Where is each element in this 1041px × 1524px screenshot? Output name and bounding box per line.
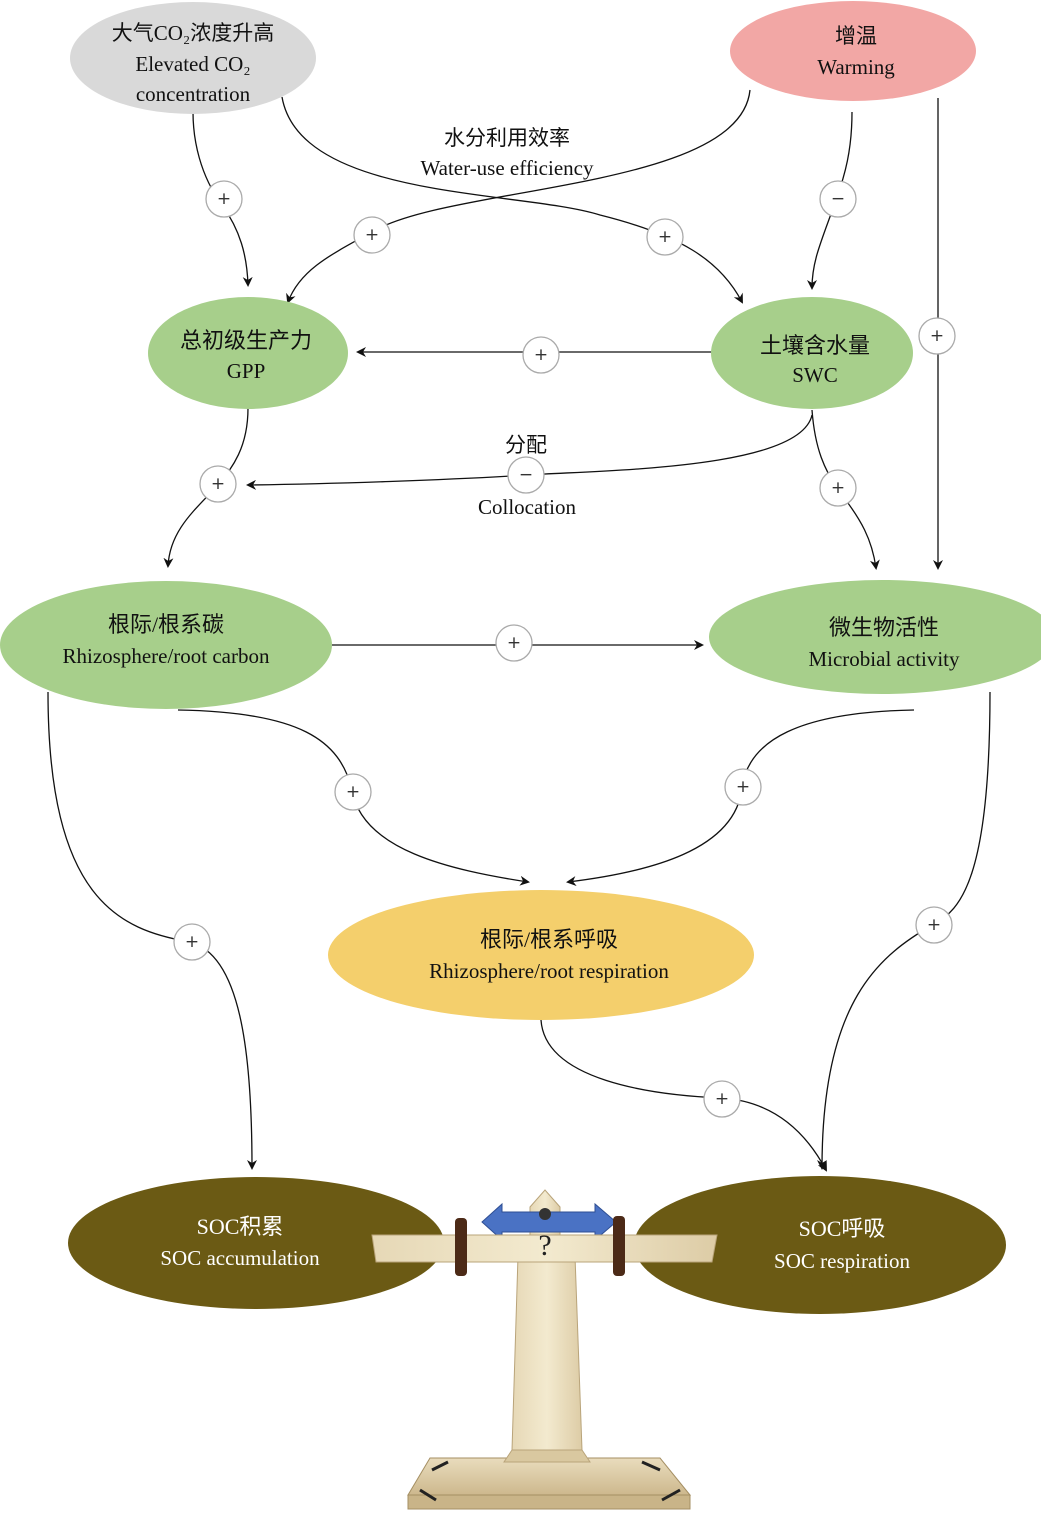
sign-rhizo-microbial: + (495, 624, 533, 662)
svg-text:−: − (831, 189, 845, 209)
balance-pivot (539, 1208, 551, 1220)
svg-text:Elevated CO₂: Elevated CO₂ (135, 52, 250, 76)
node-gpp: 总初级生产力 GPP (148, 297, 348, 409)
svg-text:+: + (507, 633, 521, 653)
arrow-rhizo-carbon-to-soc-acc (47, 691, 257, 1170)
svg-text:大气CO₂浓度升高: 大气CO₂浓度升高 (112, 21, 275, 45)
svg-text:SWC: SWC (792, 363, 838, 387)
balance-column (503, 1255, 591, 1463)
node-warming: 增温 Warming (730, 1, 976, 101)
sign-resp-soc-resp: + (703, 1080, 741, 1118)
svg-text:+: + (930, 326, 944, 346)
balance-base (407, 1457, 692, 1510)
svg-text:SOC accumulation: SOC accumulation (160, 1246, 320, 1270)
node-rhizo-carbon: 根际/根系碳 Rhizosphere/root carbon (0, 581, 332, 709)
svg-text:Rhizosphere/root carbon: Rhizosphere/root carbon (62, 644, 270, 668)
sign-warming-microbial: + (918, 317, 956, 355)
svg-text:+: + (534, 345, 548, 365)
svg-text:GPP: GPP (227, 359, 266, 383)
svg-text:+: + (185, 932, 199, 952)
svg-text:+: + (927, 915, 941, 935)
svg-text:+: + (715, 1089, 729, 1109)
sign-co2-swc: + (646, 218, 684, 256)
svg-text:+: + (736, 777, 750, 797)
node-microbial: 微生物活性 Microbial activity (709, 580, 1041, 694)
node-soc-respiration: SOC呼吸 SOC respiration (634, 1176, 1006, 1314)
arrow-warming-to-gpp (286, 89, 751, 304)
svg-text:增温: 增温 (835, 24, 877, 48)
sign-co2-gpp: + (205, 180, 243, 218)
svg-text:+: + (217, 189, 231, 209)
svg-text:Warming: Warming (817, 55, 895, 79)
allocation-label-zh: 分配 (505, 433, 547, 457)
svg-text:Microbial activity: Microbial activity (808, 647, 960, 671)
svg-text:土壤含水量: 土壤含水量 (760, 333, 870, 358)
balance-band-right (613, 1216, 625, 1276)
arrow-microbial-to-soc-resp (817, 691, 991, 1170)
svg-text:+: + (365, 225, 379, 245)
svg-text:微生物活性: 微生物活性 (829, 615, 939, 640)
node-swc: 土壤含水量 SWC (711, 297, 913, 409)
sign-warming-gpp: + (353, 216, 391, 254)
svg-text:+: + (658, 227, 672, 247)
node-co2: 大气CO₂浓度升高 Elevated CO₂ concentration (70, 2, 316, 114)
svg-text:SOC respiration: SOC respiration (774, 1249, 910, 1273)
wue-label-zh: 水分利用效率 (444, 126, 570, 150)
svg-text:SOC积累: SOC积累 (197, 1214, 284, 1239)
sign-allocation: − (507, 456, 545, 494)
allocation-label-en: Collocation (478, 495, 576, 519)
sign-rhizo-soc-acc: + (173, 923, 211, 961)
balance-question: ? (538, 1229, 551, 1262)
svg-text:根际/根系碳: 根际/根系碳 (108, 612, 224, 637)
svg-text:+: + (211, 474, 225, 494)
sign-markers: + + + − + + − + + + + + + + + (173, 180, 956, 1118)
arrow-resp-to-soc-resp (540, 1019, 827, 1172)
node-soc-accumulation: SOC积累 SOC accumulation (68, 1177, 444, 1309)
sign-swc-microbial: + (819, 469, 857, 507)
svg-text:+: + (346, 782, 360, 802)
svg-text:Rhizosphere/root respiration: Rhizosphere/root respiration (429, 959, 669, 983)
sign-rhizo-resp: + (334, 773, 372, 811)
svg-text:concentration: concentration (136, 82, 251, 106)
svg-text:SOC呼吸: SOC呼吸 (799, 1216, 886, 1241)
sign-gpp-rhizo: + (199, 465, 237, 503)
svg-text:+: + (831, 478, 845, 498)
svg-text:−: − (519, 465, 533, 485)
sign-microbial-resp: + (724, 768, 762, 806)
balance-scale: ? (371, 1189, 718, 1510)
balance-band-left (455, 1218, 467, 1276)
svg-text:总初级生产力: 总初级生产力 (180, 328, 312, 353)
sign-warming-swc: − (819, 180, 857, 218)
sign-microbial-soc-resp: + (915, 906, 953, 944)
node-rhizo-resp: 根际/根系呼吸 Rhizosphere/root respiration (328, 890, 754, 1020)
wue-label-en: Water-use efficiency (421, 156, 594, 180)
svg-text:根际/根系呼吸: 根际/根系呼吸 (480, 927, 618, 952)
arrow-co2-to-swc (281, 96, 743, 304)
sign-swc-gpp: + (522, 336, 560, 374)
